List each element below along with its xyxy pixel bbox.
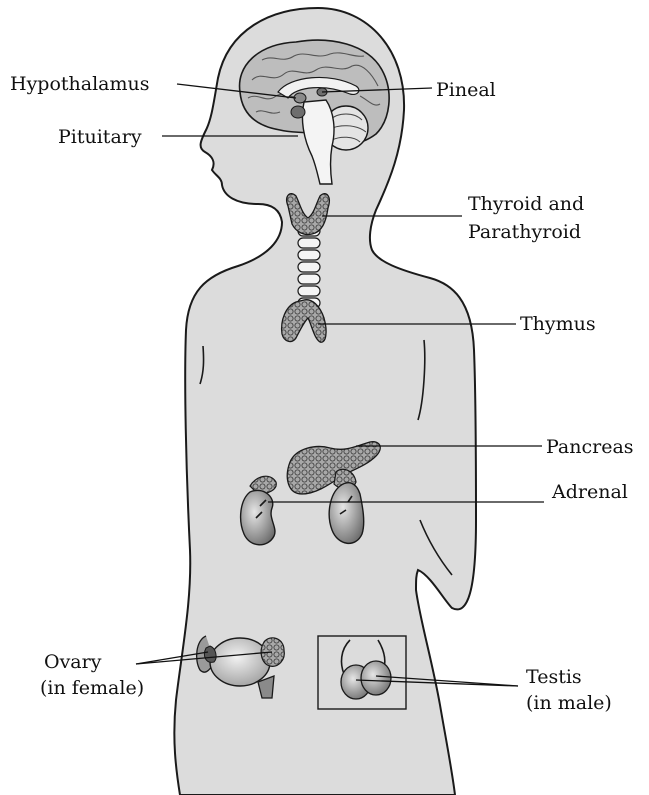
right-kidney [329,483,364,544]
left-kidney [241,490,275,544]
label-testis-line1: Testis [526,666,582,688]
pituitary-gland [291,106,305,118]
label-thymus: Thymus [520,313,596,335]
label-hypothalamus: Hypothalamus [10,73,150,95]
uterus [210,638,270,686]
label-pineal: Pineal [436,79,496,101]
label-adrenal: Adrenal [551,481,628,503]
label-ovary-line1: Ovary [44,651,102,673]
label-pituitary: Pituitary [58,126,142,148]
label-thyroid-line1: Thyroid and [468,193,584,215]
label-ovary-line2: (in female) [40,677,144,699]
label-thyroid-line2: Parathyroid [468,221,581,243]
trachea [298,226,320,308]
label-pancreas: Pancreas [546,436,634,458]
testis-right [361,661,391,695]
label-testis-line2: (in male) [526,692,612,714]
